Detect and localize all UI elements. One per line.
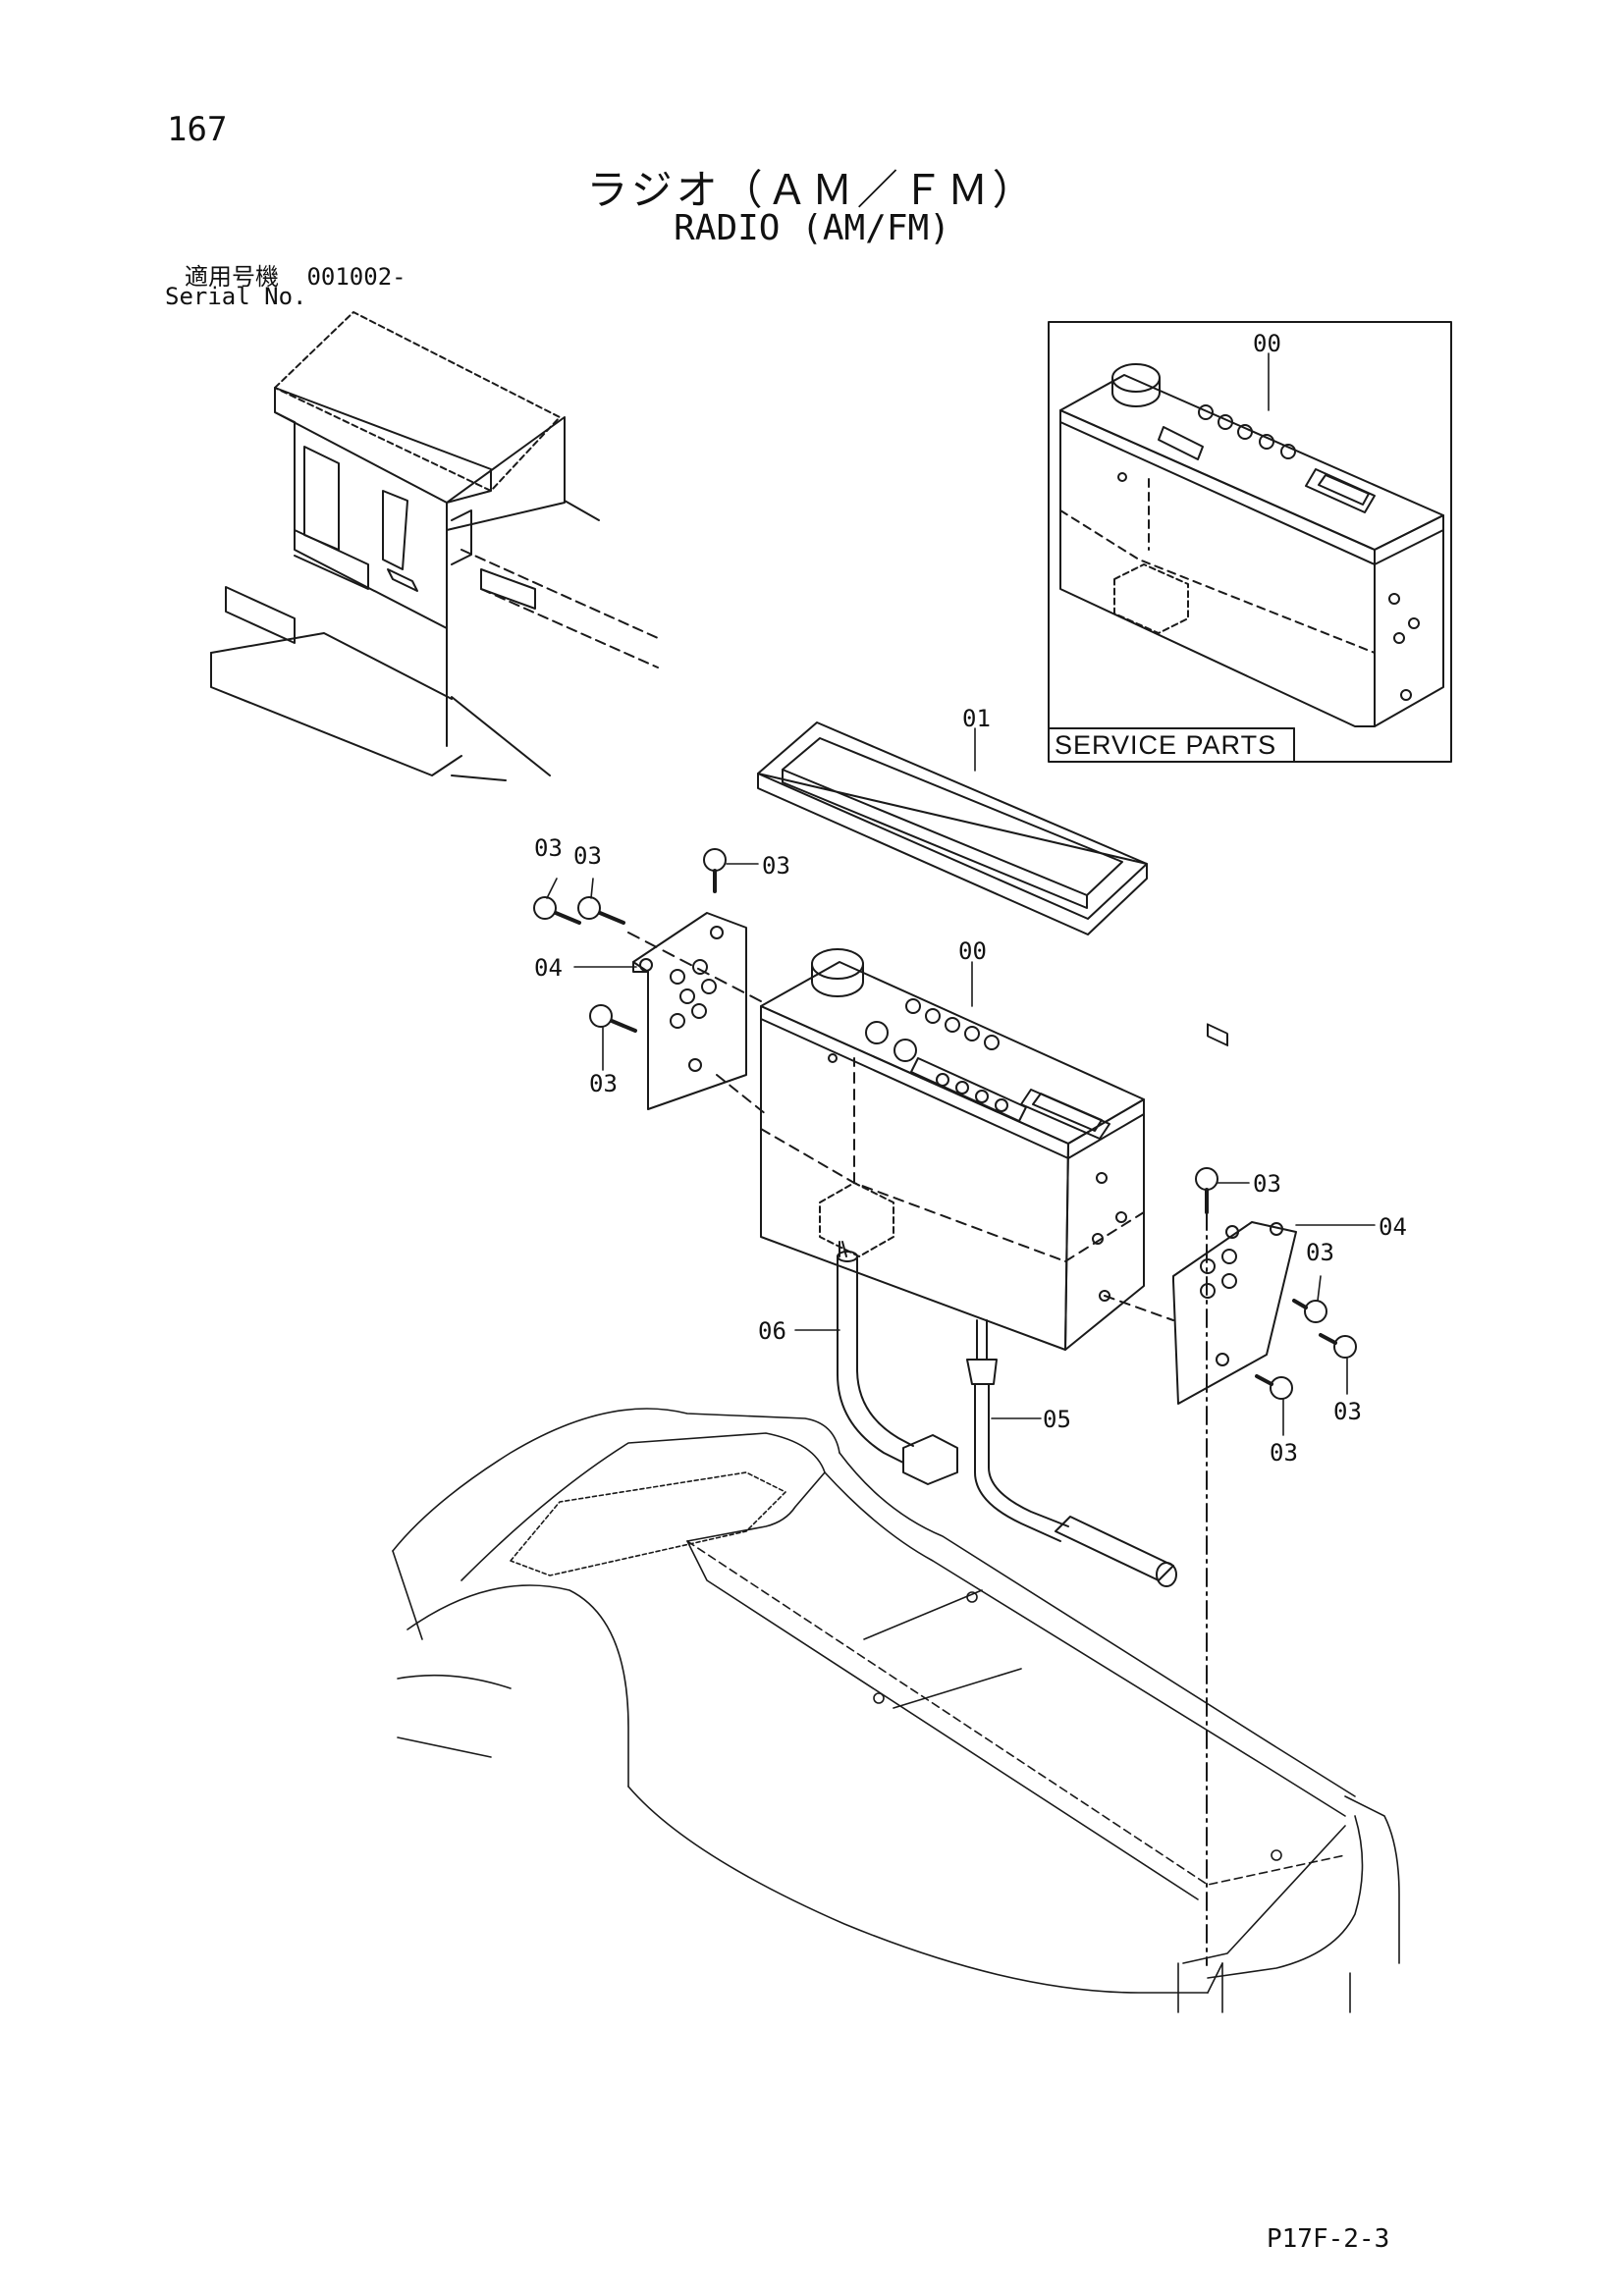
service-parts-box	[1048, 321, 1452, 1046]
cab-overview-illustration	[210, 311, 659, 781]
callout-bracket-left: 04	[534, 954, 563, 982]
left-bracket-illustration	[632, 912, 747, 1110]
callout-screw-6: 03	[1306, 1239, 1334, 1266]
callout-screw-7: 03	[1333, 1398, 1362, 1425]
callout-screw-1: 03	[534, 834, 563, 862]
callout-radio: 00	[958, 937, 987, 965]
page-number: 167	[167, 110, 228, 149]
serial-label: Serial No.	[165, 283, 307, 310]
page-title: RADIO (AM/FM)	[674, 208, 950, 248]
radio-unit-illustration	[627, 932, 1174, 1351]
callout-harness: 06	[758, 1317, 786, 1345]
radio-frame-illustration	[757, 721, 1148, 935]
callout-screw-4: 03	[589, 1070, 618, 1097]
serial-value: 001002-	[306, 263, 406, 291]
callout-screw-2: 03	[573, 842, 602, 870]
callout-frame: 01	[962, 705, 991, 732]
serial-line: 適用号機 001002-	[185, 257, 406, 292]
callout-antenna-cable: 05	[1043, 1406, 1071, 1433]
callout-service-radio: 00	[1253, 330, 1281, 357]
serial-label-japanese: 適用号機	[185, 263, 279, 291]
right-bracket-illustration	[1172, 1221, 1297, 1405]
console-illustration	[392, 1408, 1400, 2013]
page-title-japanese: ラジオ（ＡＭ／ＦＭ）	[586, 166, 1038, 214]
callout-screw-8: 03	[1270, 1439, 1298, 1467]
service-parts-label: SERVICE PARTS	[1055, 730, 1277, 760]
leader-lines	[546, 352, 1376, 1436]
callout-bracket-right: 04	[1379, 1213, 1407, 1241]
callout-screw-5: 03	[1253, 1170, 1281, 1198]
page-code: P17F-2-3	[1267, 2224, 1390, 2254]
callout-screw-3: 03	[762, 852, 790, 880]
antenna-cable-illustration	[966, 1319, 1177, 1587]
harness-illustration	[837, 1241, 958, 1485]
screws-illustration	[533, 848, 1357, 1966]
